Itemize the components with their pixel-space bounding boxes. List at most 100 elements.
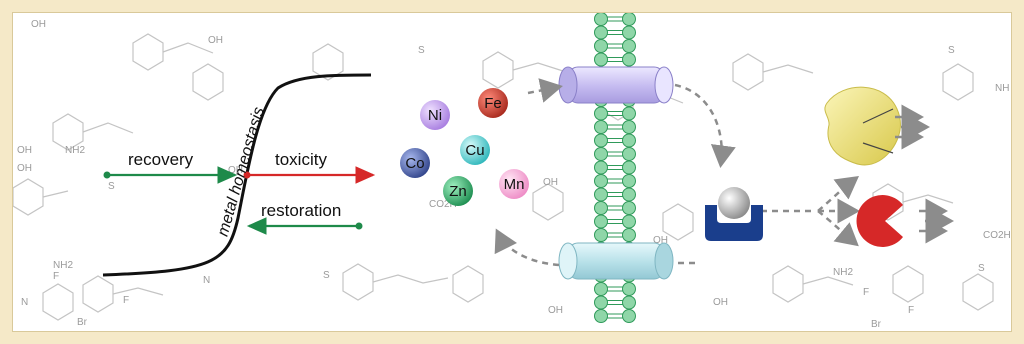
- lipid-tail: [607, 286, 623, 292]
- ion-cu-label: Cu: [465, 142, 484, 159]
- bg-atom: F: [123, 295, 129, 306]
- ion-ni: [420, 100, 450, 130]
- lipid-head: [594, 309, 608, 323]
- bg-atom: NH2: [833, 267, 853, 278]
- bg-atom: OH: [548, 305, 563, 316]
- ion-mn-label: Mn: [504, 176, 525, 193]
- transport-arrows: [494, 78, 860, 267]
- metal-ions: Ni Fe Cu Co Zn Mn: [400, 88, 529, 206]
- lipid-head: [594, 39, 608, 53]
- background-atom-labels: OH OH OH OH NH2 NH2 OH OH OH CO2H F F Br…: [17, 19, 1011, 330]
- bg-atom: S: [108, 181, 115, 192]
- lipid-tail: [607, 192, 623, 197]
- lipid-tail: [607, 165, 623, 170]
- lipid-head: [622, 282, 636, 296]
- lipid-head: [622, 201, 636, 215]
- lipid-head: [622, 106, 636, 121]
- ion-fe-label: Fe: [484, 95, 502, 112]
- lipid-head: [622, 13, 636, 26]
- bg-atom: CO2H: [429, 199, 457, 210]
- lipid-head: [594, 282, 608, 296]
- bg-atom: NH2: [53, 260, 73, 271]
- bg-atom: NH2: [65, 145, 85, 156]
- recovery-label: recovery: [128, 150, 194, 169]
- bg-atom: CO2H: [983, 230, 1011, 241]
- lipid-head: [594, 214, 608, 229]
- homeostasis-curve: [102, 73, 372, 277]
- lipid-head: [622, 120, 636, 134]
- lipid-head: [594, 133, 608, 148]
- bg-atom: S: [948, 45, 955, 56]
- output-arrows: [895, 104, 954, 244]
- lipid-tail: [607, 205, 623, 211]
- lipid-tail: [607, 43, 623, 49]
- bg-atom: OH: [653, 235, 668, 246]
- lipid-head: [622, 214, 636, 229]
- ion-co-label: Co: [405, 155, 424, 172]
- bg-atom: N: [203, 275, 210, 286]
- bg-atom: Br: [77, 317, 88, 328]
- ion-mn: [499, 169, 529, 199]
- lipid-tail: [607, 57, 623, 62]
- lipid-tail: [607, 16, 623, 22]
- bg-atom: Br: [871, 319, 882, 330]
- ion-zn-label: Zn: [449, 183, 467, 200]
- lipid-head: [594, 52, 608, 67]
- lipid-head: [594, 25, 608, 40]
- ion-zn: [443, 176, 473, 206]
- lipid-head: [622, 133, 636, 148]
- recovery-arrow-tail: [103, 171, 111, 179]
- bg-atom: OH: [713, 297, 728, 308]
- bg-atom: OH: [17, 145, 32, 156]
- influx-channel: [558, 66, 674, 104]
- ion-ni-label: Ni: [428, 107, 442, 124]
- bg-atom: F: [863, 287, 869, 298]
- ion-co: [400, 148, 430, 178]
- bg-atom: S: [978, 263, 985, 274]
- lipid-head: [594, 120, 608, 134]
- lipid-head: [594, 13, 608, 26]
- lipid-head: [622, 174, 636, 188]
- bg-atom: F: [908, 305, 914, 316]
- yellow-enzyme: [824, 86, 901, 166]
- bg-atom: OH: [17, 163, 32, 174]
- lipid-head: [594, 295, 608, 310]
- diagram-canvas: OH OH OH OH NH2 NH2 OH OH OH CO2H F F Br…: [13, 13, 1011, 330]
- lipid-head: [594, 106, 608, 121]
- bg-atom: F: [53, 271, 59, 282]
- lipid-tail: [607, 219, 623, 224]
- bg-atom: S: [418, 45, 425, 56]
- lipid-head: [594, 228, 608, 242]
- toxicity-label: toxicity: [275, 150, 327, 169]
- bg-atom: OH: [31, 19, 46, 30]
- lipid-head: [594, 201, 608, 215]
- bg-atom: OH: [543, 177, 558, 188]
- lipid-tail: [607, 138, 623, 143]
- lipid-head: [622, 309, 636, 323]
- red-enzyme: [856, 195, 903, 247]
- lipid-head: [622, 295, 636, 310]
- restoration-label: restoration: [261, 201, 342, 220]
- bg-atom: N: [21, 297, 28, 308]
- lipid-head: [622, 147, 636, 161]
- lipid-head: [594, 174, 608, 188]
- bg-atom: NH: [995, 83, 1009, 94]
- bg-atom: S: [323, 270, 330, 281]
- lipid-tail: [607, 232, 623, 238]
- lipid-tail: [607, 30, 623, 35]
- lipid-tail: [607, 313, 623, 319]
- lipid-head: [622, 39, 636, 53]
- lipid-head: [622, 160, 636, 175]
- lipid-tail: [607, 124, 623, 130]
- restoration-arrow-tail: [355, 222, 363, 230]
- lipid-head: [594, 187, 608, 202]
- ion-cu: [460, 135, 490, 165]
- lipid-head: [594, 147, 608, 161]
- lipid-head: [622, 25, 636, 40]
- metal-sensor: [705, 187, 763, 241]
- ion-fe: [478, 88, 508, 118]
- lipid-head: [622, 187, 636, 202]
- efflux-channel: [558, 242, 674, 280]
- lipid-tail: [607, 178, 623, 184]
- lipid-tail: [607, 111, 623, 116]
